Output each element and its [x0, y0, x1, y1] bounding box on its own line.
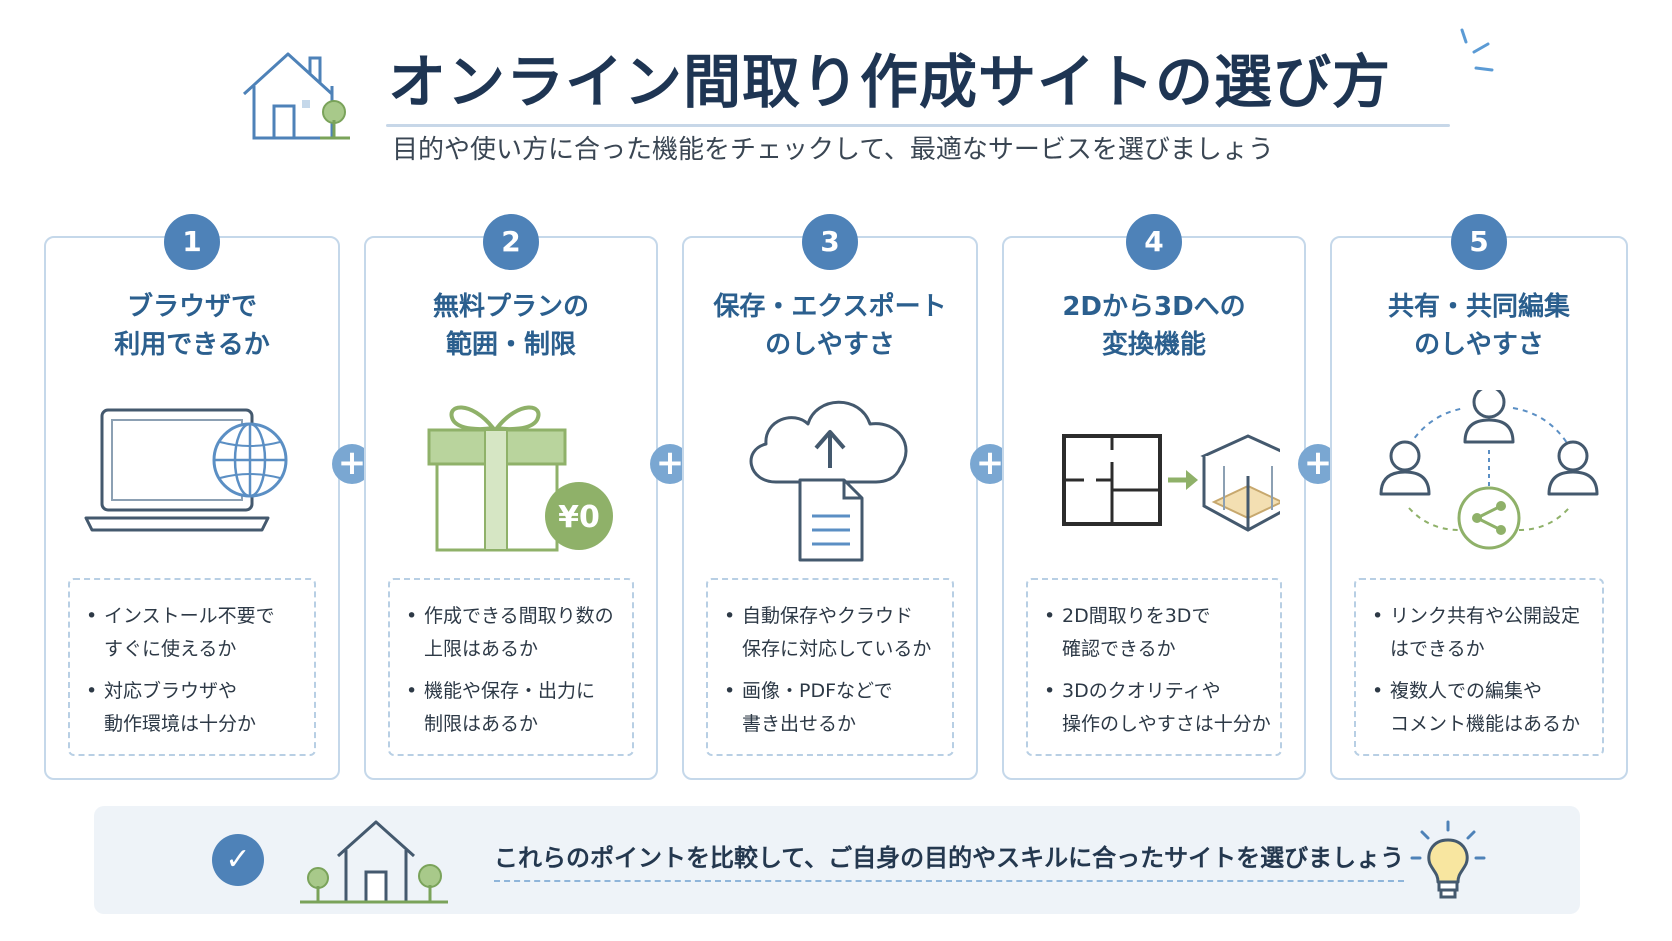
page-subtitle: 目的や使い方に合った機能をチェックして、最適なサービスを選びましょう [392, 135, 1274, 165]
check-icon: ✓ [212, 834, 264, 886]
list-item: 作成できる間取り数の 上限はあるか [406, 600, 622, 666]
laptop-globe-icon [84, 408, 288, 532]
page-title: オンライン間取り作成サイトの選び方 [388, 48, 1392, 116]
list-item: 画像・PDFなどで 書き出せるか [724, 675, 942, 741]
users-share-icon [1379, 390, 1599, 550]
card-bullet-box: 2D間取りを3Dで 確認できるか 3Dのクオリティや 操作のしやすさは十分か [1026, 578, 1282, 756]
list-item: 対応ブラウザや 動作環境は十分か [86, 675, 304, 741]
title-underline [386, 124, 1450, 127]
list-item: 自動保存やクラウド 保存に対応しているか [724, 600, 942, 666]
list-item: 機能や保存・出力に 制限はあるか [406, 675, 622, 741]
house-trees-icon [300, 820, 448, 904]
house-icon [242, 52, 350, 140]
footer-message: これらのポイントを比較して、ご自身の目的やスキルに合ったサイトを選びましょう [494, 840, 1405, 882]
list-item: 複数人での編集や コメント機能はあるか [1372, 675, 1592, 741]
floorplan-2d-to-3d-icon [1062, 434, 1280, 532]
card-title: 共有・共同編集 のしやすさ [1387, 292, 1570, 360]
card-share: 5 共有・共同編集 のしやすさ リンク共有や公開設定 はできるか 複数人での編集… [1330, 214, 1628, 780]
card-bullet-box: 自動保存やクラウド 保存に対応しているか 画像・PDFなどで 書き出せるか [706, 578, 954, 756]
list-item: 2D間取りを3Dで 確認できるか [1044, 600, 1270, 666]
card-bullet-box: 作成できる間取り数の 上限はあるか 機能や保存・出力に 制限はあるか [388, 578, 634, 756]
card-number-badge: 2 [483, 214, 539, 270]
sparkle-icon [1460, 28, 1494, 72]
card-title: ブラウザで 利用できるか [114, 292, 270, 360]
card-number-badge: 1 [164, 214, 220, 270]
card-save-export: 3 保存・エクスポート のしやすさ 自動保存やクラウド 保存に対応しているか 画… [682, 214, 978, 780]
card-bullet-box: リンク共有や公開設定 はできるか 複数人での編集や コメント機能はあるか [1354, 578, 1604, 756]
cloud-upload-document-icon [749, 400, 908, 562]
lightbulb-icon [1410, 820, 1486, 899]
footer-banner: ✓ これらのポイントを比較して、ご自身の目的やスキルに合ったサイトを選びましょう [94, 806, 1580, 914]
card-browser: 1 ブラウザで 利用できるか インストール不要で すぐに使えるか 対応ブラウザや… [44, 214, 340, 780]
list-item: 3Dのクオリティや 操作のしやすさは十分か [1044, 675, 1271, 741]
list-item: リンク共有や公開設定 はできるか [1372, 600, 1592, 666]
card-number-badge: 5 [1451, 214, 1507, 270]
card-2d-3d: 4 2Dから3Dへの 変換機能 2D間取りを3Dで 確認できるか 3Dのクオリテ… [1002, 214, 1306, 780]
card-number-badge: 3 [802, 214, 858, 270]
card-title: 保存・エクスポート のしやすさ [713, 292, 947, 360]
card-bullet-box: インストール不要で すぐに使えるか 対応ブラウザや 動作環境は十分か [68, 578, 316, 756]
card-free-plan: 2 無料プランの 範囲・制限 ¥0 作成できる間取り数の 上限はあるか 機能や保… [364, 214, 658, 780]
price-badge: ¥0 [558, 500, 600, 535]
gift-icon: ¥0 [427, 405, 613, 552]
card-number-badge: 4 [1126, 214, 1182, 270]
card-title: 2Dから3Dへの 変換機能 [1062, 292, 1246, 360]
list-item: インストール不要で すぐに使えるか [86, 600, 304, 666]
card-title: 無料プランの 範囲・制限 [432, 292, 589, 360]
